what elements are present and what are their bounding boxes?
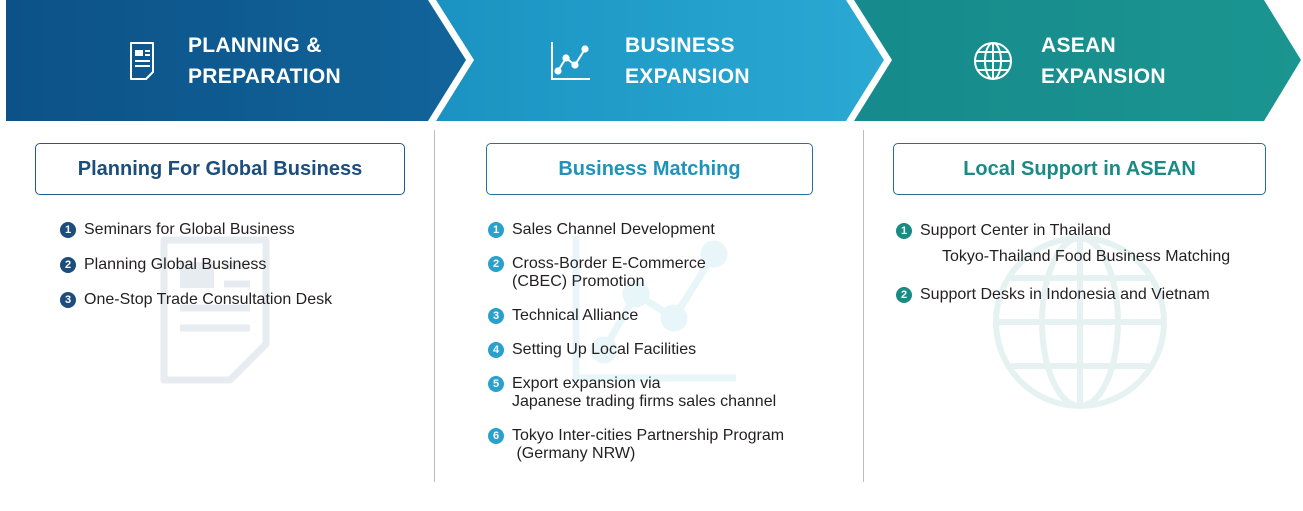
list-item: 5 Export expansion via Japanese trading … bbox=[488, 375, 784, 411]
list-item-text: Sales Channel Development bbox=[512, 221, 715, 238]
list-item-subtext: Japanese trading firms sales channel bbox=[512, 393, 777, 410]
list-item-subtext: (Germany NRW) bbox=[512, 445, 636, 462]
document-icon bbox=[120, 35, 164, 87]
list-item-text: Seminars for Global Business bbox=[84, 221, 295, 238]
stage-header-business: BUSINESS EXPANSION bbox=[548, 0, 750, 121]
number-badge: 4 bbox=[488, 342, 504, 358]
list-item-subtext: (CBEC) Promotion bbox=[512, 273, 645, 290]
number-badge: 2 bbox=[488, 256, 504, 272]
number-badge: 5 bbox=[488, 376, 504, 392]
stage-arrow-3 bbox=[854, 0, 1301, 121]
stage-title-line1: ASEAN bbox=[1041, 33, 1117, 57]
list-item: 1 Support Center in Thailand Tokyo-Thail… bbox=[896, 222, 1230, 266]
list-item: 3 Technical Alliance bbox=[488, 307, 784, 325]
section-title-business-matching: Business Matching bbox=[486, 143, 813, 195]
stage-title: BUSINESS EXPANSION bbox=[625, 30, 750, 92]
column-divider bbox=[863, 130, 864, 482]
business-matching-item-list: 1 Sales Channel Development 2 Cross-Bord… bbox=[488, 221, 784, 479]
list-item-text: Planning Global Business bbox=[84, 256, 267, 273]
list-item: 1 Seminars for Global Business bbox=[60, 221, 332, 239]
stage-title-line1: PLANNING & bbox=[188, 33, 322, 57]
stage-title-line2: PREPARATION bbox=[188, 64, 342, 88]
stage-title: PLANNING & PREPARATION bbox=[188, 30, 341, 92]
number-badge: 1 bbox=[488, 222, 504, 238]
number-badge: 3 bbox=[60, 292, 76, 308]
line-chart-icon bbox=[548, 35, 592, 87]
list-item-text: Tokyo Inter-cities Partnership Program bbox=[512, 427, 785, 444]
list-item: 3 One-Stop Trade Consultation Desk bbox=[60, 291, 332, 309]
process-arrow-shapes bbox=[6, 0, 1301, 121]
column-divider bbox=[434, 130, 435, 482]
number-badge: 1 bbox=[896, 223, 912, 239]
list-item: 1 Sales Channel Development bbox=[488, 221, 784, 239]
number-badge: 2 bbox=[896, 287, 912, 303]
stage-title-line1: BUSINESS bbox=[625, 33, 735, 57]
list-item-text: Technical Alliance bbox=[512, 307, 639, 324]
list-item-subtext: Tokyo-Thailand Food Business Matching bbox=[942, 248, 1231, 265]
section-title-planning: Planning For Global Business bbox=[35, 143, 405, 195]
stage-title-line2: EXPANSION bbox=[625, 64, 750, 88]
list-item-text: Support Center in Thailand bbox=[920, 222, 1111, 239]
list-item-text: One-Stop Trade Consultation Desk bbox=[84, 291, 333, 308]
process-arrow-band: PLANNING & PREPARATION BUSINESS EXPANSIO… bbox=[0, 0, 1303, 121]
planning-item-list: 1 Seminars for Global Business 2 Plannin… bbox=[60, 221, 332, 326]
number-badge: 2 bbox=[60, 257, 76, 273]
stage-title-line2: EXPANSION bbox=[1041, 64, 1166, 88]
section-title-local-support: Local Support in ASEAN bbox=[893, 143, 1266, 195]
list-item-text: Export expansion via bbox=[512, 375, 661, 392]
list-item: 2 Support Desks in Indonesia and Vietnam bbox=[896, 286, 1230, 304]
list-item: 2 Planning Global Business bbox=[60, 256, 332, 274]
number-badge: 6 bbox=[488, 428, 504, 444]
list-item: 4 Setting Up Local Facilities bbox=[488, 341, 784, 359]
globe-icon bbox=[971, 35, 1015, 87]
local-support-item-list: 1 Support Center in Thailand Tokyo-Thail… bbox=[896, 222, 1230, 304]
stage-arrow-2 bbox=[436, 0, 884, 121]
list-item-text: Cross-Border E-Commerce bbox=[512, 255, 706, 272]
stage-header-planning: PLANNING & PREPARATION bbox=[120, 0, 341, 121]
stage-header-asean: ASEAN EXPANSION bbox=[971, 0, 1166, 121]
list-item: 2 Cross-Border E-Commerce (CBEC) Promoti… bbox=[488, 255, 784, 291]
number-badge: 1 bbox=[60, 222, 76, 238]
stage-arrow-1 bbox=[6, 0, 466, 121]
list-item-text: Support Desks in Indonesia and Vietnam bbox=[920, 286, 1210, 303]
number-badge: 3 bbox=[488, 308, 504, 324]
list-item: 6 Tokyo Inter-cities Partnership Program… bbox=[488, 427, 784, 463]
list-item-text: Setting Up Local Facilities bbox=[512, 341, 697, 358]
stage-title: ASEAN EXPANSION bbox=[1041, 30, 1166, 92]
